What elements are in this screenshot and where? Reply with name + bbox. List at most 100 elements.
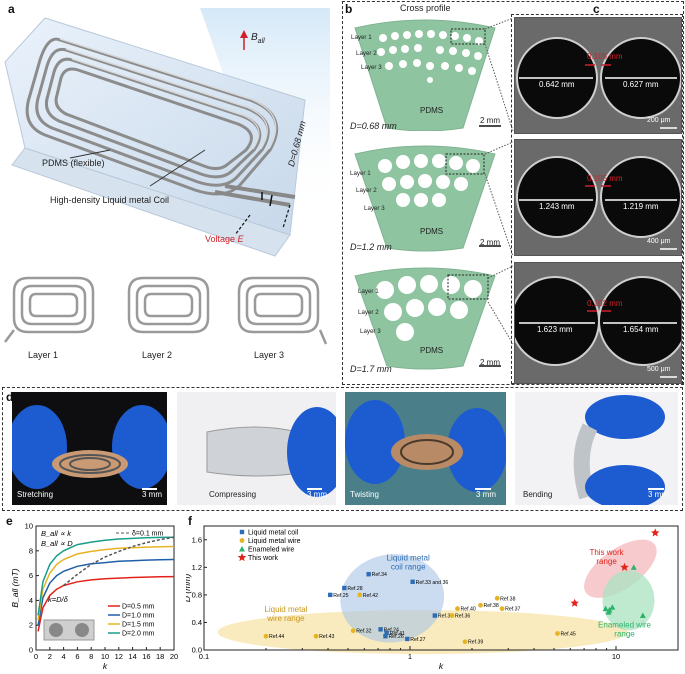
- chart-f-point: [342, 585, 347, 591]
- chart-f-point: [383, 634, 388, 639]
- chart-f-point: [432, 613, 438, 618]
- panel-f-label: f: [188, 514, 192, 528]
- coil-3d-illustration: [4, 8, 330, 345]
- b3-scale: 2 mm: [480, 358, 500, 367]
- chart-f-point-label: Ref.35: [438, 614, 453, 620]
- chart-f-xtick-label: 10: [612, 652, 620, 661]
- chart-e-xtick-label: 10: [101, 652, 109, 661]
- chart-f-point: [366, 572, 371, 577]
- sem1-right: 0.627 mm: [623, 80, 659, 89]
- photo-bending: Bending 3 mm: [515, 392, 678, 505]
- chart-f-region-label: Liquid metal: [264, 605, 307, 614]
- chart-e-annotation: k=D/δ: [48, 595, 69, 604]
- pdms-flexible-label: PDMS (flexible): [42, 158, 105, 168]
- chart-e-xlabel: k: [103, 661, 108, 671]
- b2-layer-2: Layer 2: [356, 187, 377, 194]
- b2-layer-1: Layer 1: [350, 170, 371, 177]
- chart-f-region-label: coil range: [391, 562, 426, 571]
- chart-f-point: [350, 628, 356, 634]
- chart-f-point: [239, 529, 245, 535]
- layer-1-label: Layer 1: [28, 350, 59, 360]
- panel-d-frame: [2, 387, 683, 511]
- b1-layer-3: Layer 3: [361, 64, 382, 71]
- chart-f-region-label: This work: [589, 548, 624, 557]
- chart-e-xtick-label: 12: [115, 652, 123, 661]
- chart-f-point: [639, 612, 646, 619]
- sem3-left: 1.623 mm: [537, 325, 573, 334]
- chart-f-point-label: Ref.36: [455, 614, 470, 620]
- chart-e-inset-wire: [75, 623, 89, 637]
- b1-scale: 2 mm: [480, 116, 500, 125]
- chart-f-point-label: Ref.43: [319, 634, 334, 640]
- sem1-gap: 0.105 mm: [587, 52, 623, 61]
- sem3-scale: 500 μm: [647, 366, 671, 373]
- chart-f-region-thiswork: [584, 539, 657, 598]
- chart-f-ytick-label: 0.4: [192, 618, 202, 627]
- chart-f-legend-label: This work: [248, 555, 278, 562]
- chart-f-region-label: range: [614, 629, 635, 638]
- chart-f-region-label: wire range: [266, 614, 305, 623]
- caption-twisting: Twisting: [350, 490, 379, 499]
- scale-stretching: 3 mm: [142, 490, 162, 499]
- chart-e-xtick-label: 20: [170, 652, 178, 661]
- chart-f-legend-label: Liquid metal wire: [248, 538, 301, 545]
- b1-layer-2: Layer 2: [356, 50, 377, 57]
- chart-f-xtick-label: 0.1: [199, 652, 209, 661]
- chart-e-legend-label: D=2.0 mm: [122, 631, 155, 638]
- chart-e-legend-label: δ=0.1 mm: [132, 531, 163, 538]
- chart-f-point: [410, 579, 415, 584]
- chart-f-point: [328, 592, 333, 598]
- chart-f-point: [609, 604, 616, 610]
- chart-e-annotation: B_all ∝ D: [41, 539, 73, 548]
- chart-f-point: [378, 627, 383, 632]
- chart-f-point: [650, 528, 660, 537]
- cross-section-2: [354, 145, 501, 252]
- chart-f-ytick-label: 1.6: [192, 535, 202, 544]
- sem-image-2: 0.105 mm 1.243 mm 1.219 mm 400 μm: [514, 139, 682, 256]
- panel-b-label: b: [345, 2, 353, 16]
- chart-f-point-label: Ref.39: [468, 640, 483, 646]
- chart-f-point: [630, 564, 637, 570]
- b2-scale: 2 mm: [480, 238, 500, 247]
- chart-e-ytick-label: 0: [29, 646, 33, 655]
- chart-f-point: [313, 633, 319, 639]
- sem3-gap: 0.102 mm: [587, 299, 623, 308]
- chart-f-point-label: Ref.33 and 36: [416, 580, 449, 586]
- chart-e-legend-label: D=1.0 mm: [122, 613, 155, 620]
- scale-compressing: 3 mm: [307, 490, 327, 499]
- b2-pdms: PDMS: [420, 227, 444, 236]
- chart-f-point-label: Ref.38: [484, 603, 499, 609]
- b3-layer-3: Layer 3: [360, 328, 381, 335]
- chart-f-point-label: Ref.45: [560, 631, 575, 637]
- photo-compressing: Compressing 3 mm: [177, 392, 336, 505]
- b1-pdms: PDMS: [420, 106, 444, 115]
- chart-e-series-line: [37, 545, 175, 621]
- photo-stretching: Stretching 3 mm: [12, 392, 167, 505]
- chart-f-point: [357, 592, 363, 598]
- layer-coils: [4, 276, 328, 345]
- chart-f-point-label: Ref.40: [460, 607, 475, 613]
- chart-f-point: [478, 602, 483, 608]
- chart-f-point: [499, 606, 505, 612]
- chart-f-point-label: Ref.26: [388, 634, 403, 640]
- chart-e-xtick-label: 14: [128, 652, 136, 661]
- b1-layer-1: Layer 1: [351, 34, 372, 41]
- caption-stretching: Stretching: [17, 490, 54, 499]
- chart-f-point: [449, 613, 455, 618]
- chart-f-region-coil: [340, 554, 445, 643]
- chart-f-point: [237, 553, 247, 562]
- chart-e-ytick-label: 8: [29, 546, 33, 555]
- chart-e-annotation: B_all ∝ k: [41, 529, 72, 538]
- sem2-right: 1.219 mm: [623, 202, 659, 211]
- chart-e-xtick-label: 18: [156, 652, 164, 661]
- chart-e-ytick-label: 6: [29, 571, 33, 580]
- chart-f-point-label: Ref.32: [356, 629, 371, 635]
- chart-f-point-label: Ref.41: [390, 631, 405, 637]
- b3-pdms: PDMS: [420, 346, 444, 355]
- chart-e-series-line: [37, 575, 175, 632]
- scale-twisting: 3 mm: [476, 490, 496, 499]
- chart-f-ytick-label: 0.8: [192, 590, 202, 599]
- sem1-left: 0.642 mm: [539, 80, 575, 89]
